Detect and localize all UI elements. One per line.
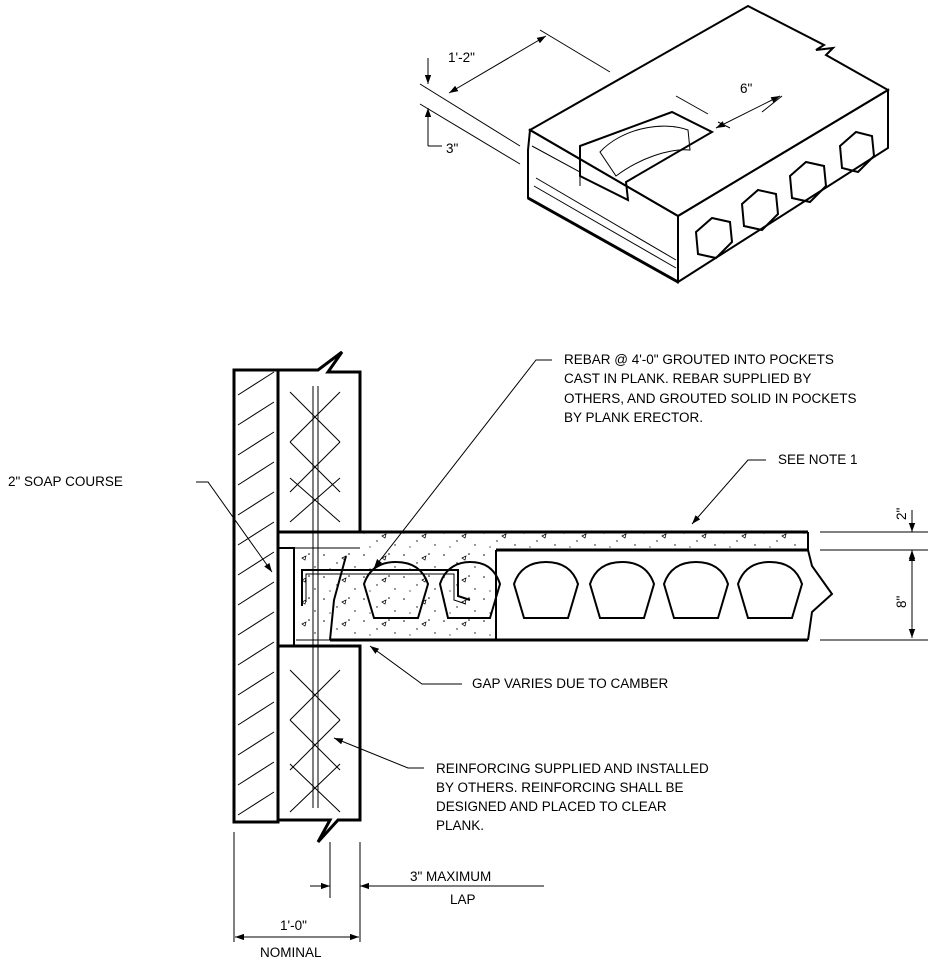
note-reinforcing-line: REINFORCING SUPPLIED AND INSTALLED	[436, 761, 709, 776]
plank-end-face	[527, 128, 679, 284]
plank-bottom-chamfer	[533, 185, 677, 269]
dim-leader	[761, 95, 783, 113]
plank-core	[662, 560, 730, 619]
note-reinforcing: REINFORCING SUPPLIED AND INSTALLED BY OT…	[436, 761, 713, 833]
wall-section-view: 2" 8" REBAR @ 4'-0" GROUTED INTO POCKETS…	[8, 350, 928, 960]
iso-core	[694, 216, 734, 260]
dim-label-topping: 2"	[894, 507, 909, 520]
topping-concrete	[360, 532, 806, 550]
note-soap-course: 2" SOAP COURSE	[8, 474, 123, 489]
cmu-cell-cross	[289, 669, 341, 721]
plank-core	[588, 560, 656, 619]
pocket-rebar-hook-inner	[305, 573, 467, 605]
dim-label-lap: 3" MAXIMUM	[410, 869, 491, 884]
leader-reinforcing	[333, 737, 424, 769]
plank-bottom-chamfer-2	[535, 177, 677, 261]
inner-wythe-upper	[278, 350, 362, 534]
note-see-note-1: SEE NOTE 1	[778, 452, 858, 467]
dim-label-plank-depth: 8"	[894, 595, 909, 608]
pocket-rebar-hook	[301, 569, 471, 606]
grout-fill	[300, 550, 496, 640]
inner-wythe-lower-outline	[278, 644, 362, 844]
note-rebar-line: OTHERS, AND GROUTED SOLID IN POCKETS	[564, 391, 857, 406]
dim-extension-line	[419, 83, 521, 147]
iso-core	[838, 130, 876, 174]
leader-rebar-note	[373, 359, 552, 569]
plank-pocket	[579, 110, 715, 202]
plank-core	[512, 560, 580, 619]
hollow-core-plank	[300, 530, 834, 642]
cmu-cell-cross	[289, 391, 341, 443]
outer-wythe-outline	[232, 368, 280, 824]
dim-label-plank-width: 1'-2"	[448, 50, 475, 65]
plank-front-face	[677, 88, 889, 284]
note-reinforcing-line: BY OTHERS. REINFORCING SHALL BE	[436, 780, 684, 795]
note-rebar-line: CAST IN PLANK. REBAR SUPPLIED BY	[564, 371, 811, 386]
dim-label-wall: 1'-0"	[280, 918, 307, 933]
plank-pocket-core	[599, 125, 691, 177]
dim-extension-line	[419, 103, 521, 165]
iso-core	[740, 188, 780, 232]
dim-label-pocket-depth: 3"	[446, 141, 459, 156]
cmu-cell-cross	[289, 441, 341, 493]
plank-bottom-edge	[527, 196, 679, 284]
plank-break-line	[807, 532, 834, 641]
note-rebar: REBAR @ 4'-0" GROUTED INTO POCKETS CAST …	[564, 352, 860, 425]
dim-label-lap-2: LAP	[450, 892, 476, 907]
iso-core	[788, 160, 828, 204]
plank-top-face	[527, 4, 890, 218]
isometric-plank-view: 1'-2" 6" 3"	[419, 4, 890, 284]
soap-course-block	[277, 547, 295, 647]
cmu-cell-cross	[289, 477, 341, 523]
inner-wythe-lower	[278, 644, 362, 844]
cmu-cell-cross	[289, 763, 341, 813]
dim-extension-line	[539, 29, 611, 73]
leader-see-note	[691, 459, 766, 525]
outer-wythe-hatching	[237, 371, 275, 816]
isometric-cores	[694, 130, 876, 260]
note-gap-camber: GAP VARIES DUE TO CAMBER	[472, 676, 669, 691]
note-rebar-line: REBAR @ 4'-0" GROUTED INTO POCKETS	[564, 352, 834, 367]
dim-line-plank-width	[448, 35, 547, 94]
leader-gap	[369, 645, 462, 685]
note-rebar-line: BY PLANK ERECTOR.	[564, 410, 703, 425]
dim-extension-line	[717, 121, 731, 129]
dim-extension-line	[675, 95, 709, 115]
cmu-cell-cross	[289, 719, 341, 771]
note-reinforcing-line: PLANK.	[436, 818, 484, 833]
note-reinforcing-line: DESIGNED AND PLACED TO CLEAR	[436, 799, 667, 814]
plank-core	[736, 560, 804, 619]
dim-label-pocket-width: 6"	[740, 81, 753, 96]
dim-line-pocket-width	[715, 95, 781, 129]
outer-masonry-wythe	[232, 368, 280, 824]
dim-label-wall-2: NOMINAL	[260, 945, 322, 960]
leader-soap-course	[196, 481, 273, 573]
